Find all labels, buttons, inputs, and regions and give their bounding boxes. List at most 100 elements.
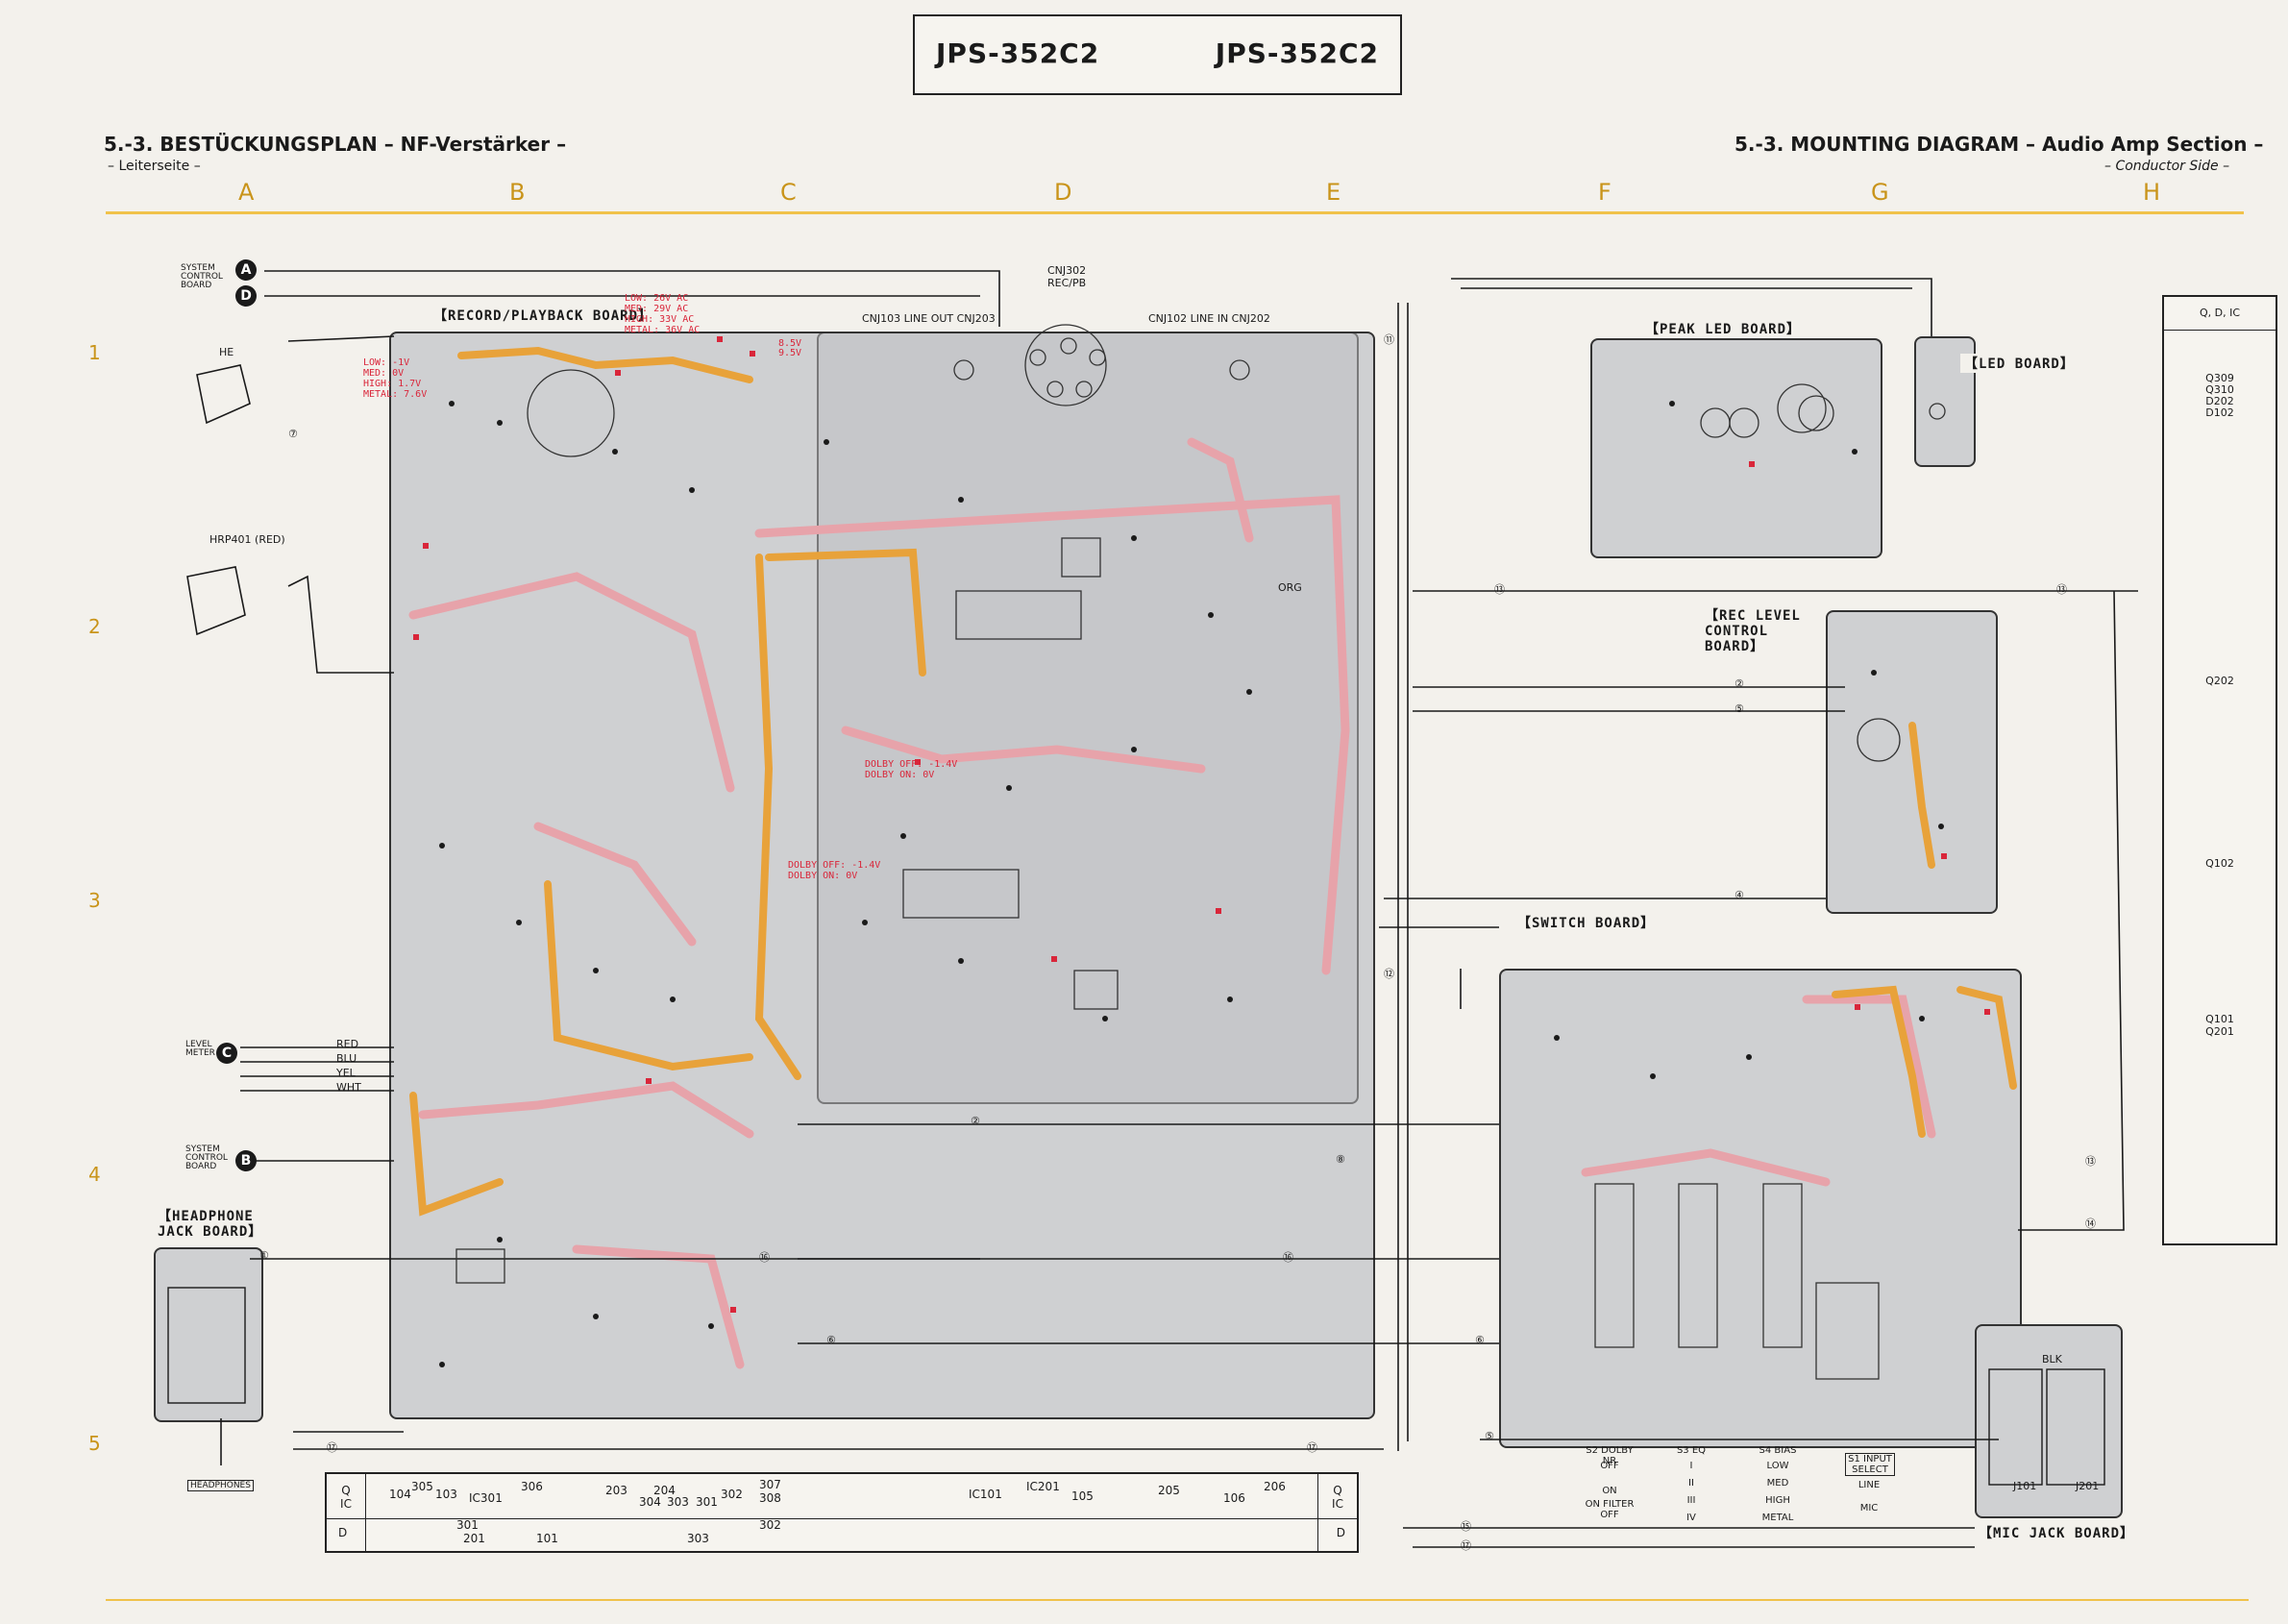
table-d-303: 303 — [687, 1532, 709, 1545]
table-q-105: 105 — [1071, 1489, 1094, 1503]
cnj102-label: CNJ102 LINE IN CNJ202 — [1148, 312, 1270, 325]
connector-c-marker: C — [216, 1043, 237, 1064]
wire-number-5b: ⑤ — [1485, 1430, 1494, 1442]
table-q-305: 305 — [411, 1480, 433, 1493]
row-label-5: 5 — [88, 1432, 101, 1455]
switch-board — [1499, 969, 2022, 1448]
side-q309: Q309 — [2205, 372, 2234, 384]
side-q201: Q201 — [2205, 1025, 2234, 1038]
connector-a-marker: A — [235, 259, 257, 281]
switch-s4-opt-metal: METAL — [1761, 1513, 1794, 1523]
side-d102: D102 — [2205, 406, 2234, 419]
dolby-voltage-note-1: DOLBY OFF: -1.4V DOLBY ON: 0V — [865, 759, 958, 780]
column-label-f: F — [1598, 179, 1611, 206]
wire-color-wht: WHT — [336, 1081, 361, 1094]
column-label-c: C — [780, 179, 797, 206]
peak-led-board-label: 【PEAK LED BOARD】 — [1641, 319, 1806, 338]
row-label-3: 3 — [88, 889, 101, 912]
table-q-301: 301 — [696, 1495, 718, 1509]
column-label-e: E — [1326, 179, 1341, 206]
switch-s2-label: S2 DOLBY NR — [1586, 1445, 1634, 1466]
wire-color-blk: BLK — [2042, 1353, 2062, 1366]
side-q310: Q310 — [2205, 383, 2234, 396]
system-control-label-b: SYSTEM CONTROL BOARD — [185, 1144, 228, 1171]
table-d-201: 201 — [463, 1532, 485, 1545]
hrp401-head-label: HRP401 (RED) — [209, 533, 285, 546]
side-d202: D202 — [2205, 395, 2234, 407]
side-q202: Q202 — [2205, 675, 2234, 687]
section-subtitle-de: – Leiterseite – — [108, 159, 201, 174]
wire-color-blu: BLU — [336, 1052, 357, 1065]
level-meter-label: LEVEL METER — [185, 1040, 215, 1058]
switch-s4-label: S4 BIAS — [1759, 1445, 1797, 1456]
side-component-table: Q, D, IC Q309 Q310 D202 D102 Q202 Q102 Q… — [2162, 295, 2277, 1245]
headphones-label: HEADPHONES — [187, 1480, 254, 1491]
column-label-d: D — [1054, 179, 1072, 206]
table-q-203: 203 — [605, 1484, 627, 1497]
cnj302-label: CNJ302 REC/PB — [1047, 264, 1087, 289]
switch-s2-opt-filter-off: ON FILTER OFF — [1585, 1499, 1635, 1520]
switch-s2-opt-off: OFF — [1600, 1461, 1619, 1471]
wire-number-8: ⑧ — [1336, 1153, 1345, 1166]
orange-traces — [409, 346, 2017, 1217]
wire-color-red: RED — [336, 1038, 359, 1050]
connector-d-marker: D — [235, 285, 257, 307]
wire-number-16b: ⑯ — [759, 1251, 770, 1264]
head-symbols — [186, 364, 251, 636]
meter-voltage-note: LOW: -1V MED: 0V HIGH: 1.7V METAL: 7.6V — [363, 357, 428, 400]
column-label-g: G — [1871, 179, 1889, 206]
table-q-103: 103 — [435, 1488, 457, 1501]
side-table-header: Q, D, IC — [2199, 307, 2241, 319]
pink-traces — [408, 437, 1936, 1369]
wiring-harness — [220, 270, 2138, 1548]
table-d-101: 101 — [536, 1532, 558, 1545]
title-block: JPS-352C2 JPS-352C2 — [913, 14, 1402, 95]
table-row-d: D — [338, 1526, 348, 1539]
table-q-306: 306 — [521, 1480, 543, 1493]
section-title-en: 5.-3. MOUNTING DIAGRAM – Audio Amp Secti… — [1734, 133, 2264, 156]
switch-s2-opt-on: ON — [1602, 1486, 1617, 1496]
table-row-q-ic: Q IC — [340, 1484, 352, 1511]
switch-s4-opt-med: MED — [1766, 1478, 1789, 1489]
record-playback-inner-area — [817, 332, 1359, 1104]
table-q-302: 302 — [721, 1488, 743, 1501]
model-number-right: JPS-352C2 — [1215, 37, 1379, 69]
switch-board-label: 【SWITCH BOARD】 — [1513, 913, 1660, 932]
headphone-jack-board-label: 【HEADPHONE JACK BOARD】 — [154, 1209, 277, 1240]
connector-b-marker: B — [235, 1150, 257, 1171]
section-title-de: 5.-3. BESTÜCKUNGSPLAN – NF-Verstärker – — [104, 133, 567, 156]
wire-color-org: ORG — [1278, 581, 1302, 594]
led-board-label: 【LED BOARD】 — [1960, 354, 2079, 373]
model-number-left: JPS-352C2 — [936, 37, 1100, 69]
wire-number-4: ④ — [1734, 889, 1744, 901]
he-head-label: HE — [219, 346, 234, 358]
dolby-voltage-note-2: DOLBY OFF: -1.4V DOLBY ON: 0V — [788, 860, 881, 881]
table-q-307: 307 — [759, 1478, 781, 1491]
table-q-303: 303 — [667, 1495, 689, 1509]
wire-number-17c: ⑰ — [1461, 1539, 1471, 1552]
mic-jack-board — [1975, 1324, 2123, 1518]
voltage-95: 9.5V — [778, 348, 802, 358]
switch-s1-label: S1 INPUT SELECT — [1845, 1453, 1895, 1476]
wire-number-13: ⑬ — [1494, 583, 1505, 596]
peak-led-board — [1590, 338, 1882, 558]
table-q-205: 205 — [1158, 1484, 1180, 1497]
jack-j101-label: J101 — [2013, 1480, 2037, 1492]
wire-number-15: ⑮ — [1461, 1520, 1471, 1533]
voltage-85: 8.5V — [778, 338, 802, 349]
section-subtitle-en: – Conductor Side – — [2104, 159, 2230, 174]
wire-number-12: ⑫ — [1384, 968, 1394, 980]
table-d-302: 302 — [759, 1518, 781, 1532]
switch-s3-opt-2: II — [1688, 1478, 1694, 1489]
table-ic201: IC201 — [1026, 1480, 1060, 1493]
switch-s1-opt-mic: MIC — [1859, 1503, 1879, 1513]
switch-s1-opt-line: LINE — [1857, 1480, 1881, 1490]
wire-number-2b: ② — [971, 1115, 980, 1127]
voltage-markers — [413, 336, 1990, 1313]
rec-level-board — [1826, 610, 1998, 914]
wire-number-6: ⑥ — [1475, 1334, 1485, 1346]
component-location-table: Q IC Q IC D D 104 305 103 IC301 306 203 … — [325, 1472, 1359, 1553]
jack-outlines — [167, 1287, 2105, 1486]
column-label-b: B — [509, 179, 526, 206]
column-label-a: A — [238, 179, 255, 206]
